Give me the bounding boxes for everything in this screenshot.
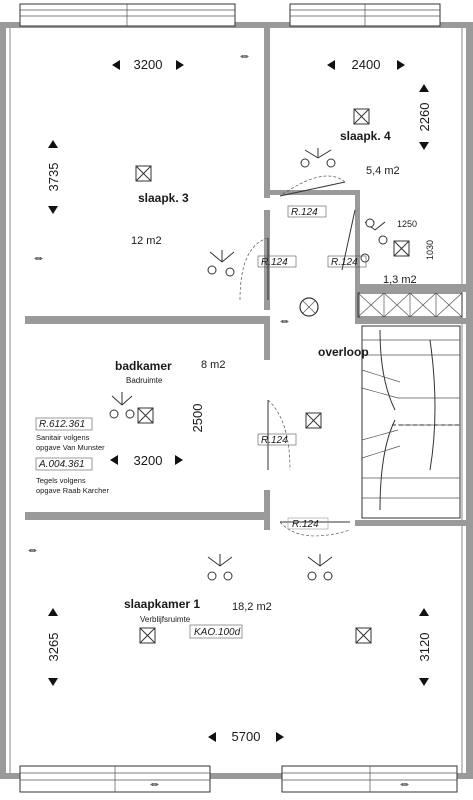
door-code: R.124 xyxy=(292,519,319,530)
socket-icon: ⏛ xyxy=(240,52,249,62)
top-windows xyxy=(19,3,441,27)
interior-walls xyxy=(25,28,466,530)
dimension-arrows xyxy=(48,60,429,742)
room-area-badkamer: 8 m2 xyxy=(201,359,225,371)
socket-icon: ⏛ xyxy=(280,317,289,327)
ceiling-light-icon xyxy=(135,165,152,182)
outlet-icon xyxy=(307,554,333,581)
note-sanitair-1: Sanitair volgens xyxy=(36,433,90,442)
room-sub-slaapkamer1: Verblijfsruimte xyxy=(140,615,191,624)
ceiling-light-icon xyxy=(305,412,322,429)
room-area-slaapkamer1: 18,2 m2 xyxy=(232,601,272,613)
door-code: R.124 xyxy=(291,207,318,218)
room-label-overloop: overloop xyxy=(318,345,369,359)
dim-badkamer-height: 2500 xyxy=(190,404,205,433)
sockets: ⏛ ⏛ ⏛ ⏛ ⏛ ⏛ xyxy=(28,52,409,790)
socket-icon: ⏛ xyxy=(34,254,43,264)
socket-icon: ⏛ xyxy=(400,780,409,790)
outlet-icon xyxy=(109,392,135,419)
dim-slaapkamer1-left: 3265 xyxy=(46,633,61,662)
ceiling-light-icon xyxy=(355,627,372,644)
code-slaapkamer1: KAO.100d xyxy=(194,627,241,638)
socket-icon: ⏛ xyxy=(28,546,37,556)
note-tegels-1: Tegels volgens xyxy=(36,476,86,485)
note-sanitair-2: opgave Van Munster xyxy=(36,443,105,452)
room-label-slaapk4: slaapk. 4 xyxy=(340,129,391,143)
dim-slaapk3-height: 3735 xyxy=(46,163,61,192)
room-label-badkamer: badkamer xyxy=(115,359,172,373)
code-tegels: A.004.361 xyxy=(38,459,85,470)
dim-slaapkamer1-right: 3120 xyxy=(417,633,432,662)
dim-slaapkamer1-width: 5700 xyxy=(232,729,261,744)
room-area-slaapk4: 5,4 m2 xyxy=(366,165,400,177)
door-code: R.124 xyxy=(261,435,288,446)
dim-kast-height: 1030 xyxy=(425,240,435,260)
room-area-slaapk3: 12 m2 xyxy=(131,235,162,247)
room-label-slaapk3: slaapk. 3 xyxy=(138,191,189,205)
outlet-icon xyxy=(360,218,388,263)
bottom-windows xyxy=(19,765,458,793)
doors xyxy=(239,175,356,537)
staircase xyxy=(361,325,461,519)
ceiling-light-icon xyxy=(353,108,370,125)
outer-walls xyxy=(0,22,473,779)
dim-slaapk4-width: 2400 xyxy=(352,57,381,72)
dim-slaapk3-width: 3200 xyxy=(134,57,163,72)
outlet-icon xyxy=(207,250,235,277)
ceiling-light-icon xyxy=(137,407,154,424)
wall-outlets xyxy=(109,148,388,581)
ventilation-icon xyxy=(299,297,319,317)
outlet-icon xyxy=(300,148,336,168)
cupboard-strip xyxy=(357,292,463,318)
dim-badkamer-width: 3200 xyxy=(134,453,163,468)
note-tegels-2: opgave Raab Karcher xyxy=(36,486,109,495)
ceiling-light-icon xyxy=(393,240,410,257)
door-code: R.124 xyxy=(331,257,358,268)
dim-slaapk4-height: 2260 xyxy=(417,103,432,132)
ceiling-lights xyxy=(135,108,410,644)
room-label-slaapkamer1: slaapkamer 1 xyxy=(124,597,200,611)
room-area-kast: 1,3 m2 xyxy=(383,274,417,286)
ceiling-light-icon xyxy=(139,627,156,644)
code-sanitair: R.612.361 xyxy=(39,419,85,430)
socket-icon: ⏛ xyxy=(150,780,159,790)
dim-kast-width: 1250 xyxy=(397,219,417,229)
door-code: R.124 xyxy=(261,257,288,268)
outlet-icon xyxy=(207,554,233,581)
room-sub-badkamer: Badruimte xyxy=(126,376,163,385)
